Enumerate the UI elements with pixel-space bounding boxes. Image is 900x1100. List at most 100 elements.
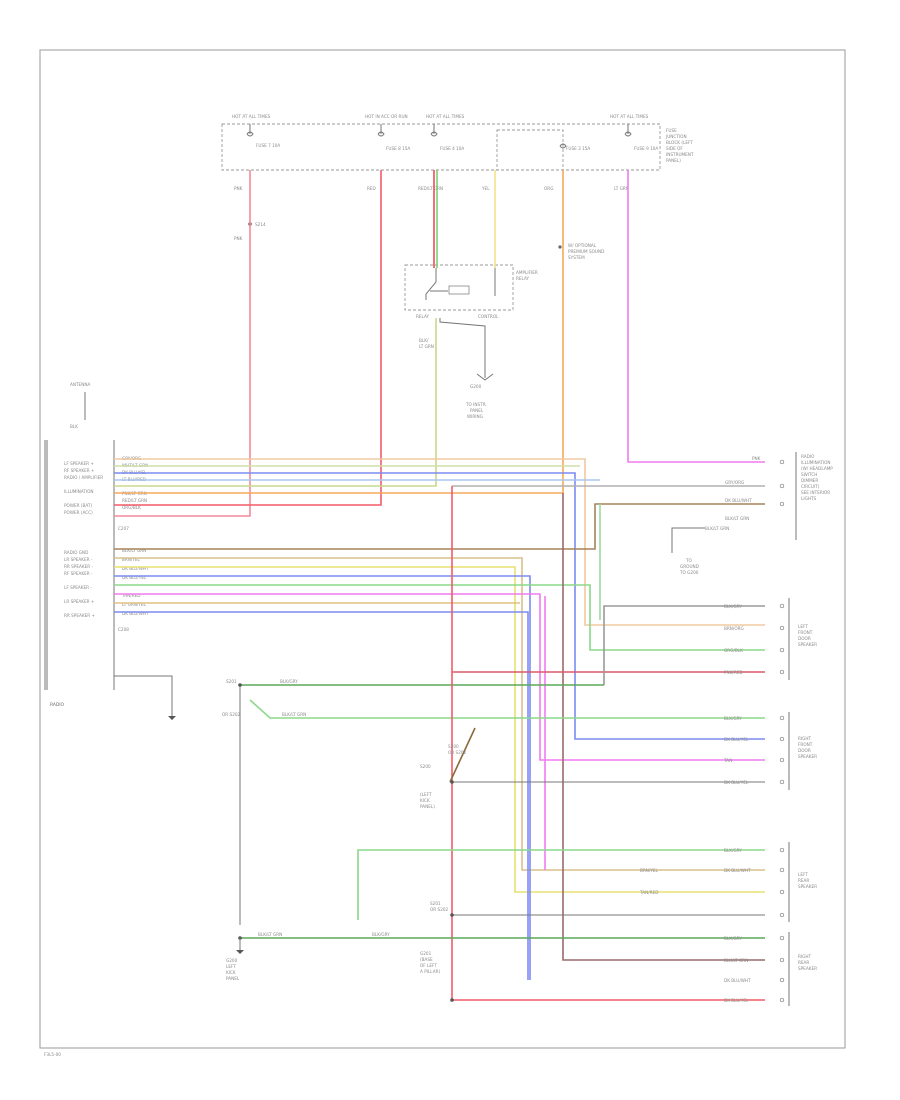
- radio-term-rf-minus: RF SPEAKER -: [64, 571, 93, 576]
- svg-text:LEFT: LEFT: [798, 872, 808, 877]
- antenna-label: ANTENNA: [70, 382, 90, 387]
- radio-term-rr-minus: RR SPEAKER -: [64, 564, 93, 569]
- svg-text:BRN/ORG: BRN/ORG: [724, 626, 744, 631]
- wire-pnk-fuse9: [627, 170, 765, 463]
- svg-text:BLK/GRY: BLK/GRY: [724, 604, 742, 609]
- svg-text:SPEAKER: SPEAKER: [798, 754, 817, 759]
- relay-label-1: RELAY: [516, 276, 530, 281]
- illum-label-2: (W/ HEADLAMP: [801, 466, 833, 471]
- left-splice-0: S201: [226, 679, 237, 684]
- svg-text:BLK/GRY: BLK/GRY: [724, 936, 742, 941]
- bot-ground-0: G201: [420, 951, 432, 956]
- relay-pin-1: CONTROL: [478, 314, 499, 319]
- sensor-label: BLK/LT GRN: [705, 526, 729, 531]
- wire-brn-yel: [114, 557, 765, 871]
- radio-terminals-bottom: RADIO GND LR SPEAKER - RR SPEAKER - RF S…: [64, 548, 149, 618]
- svg-text:REAR: REAR: [798, 960, 809, 965]
- svg-text:RIGHT: RIGHT: [798, 954, 812, 959]
- gnd-code-3: BLK/GRY: [372, 932, 390, 937]
- hot-label-2: HOT IN ACC OR RUN: [365, 114, 408, 119]
- radio-wire-label-b6: DK BLU/WHT: [122, 611, 149, 616]
- radio-wire-label-t5: RED/LT GRN: [122, 498, 147, 503]
- radio-conn-c208: C208: [118, 627, 129, 632]
- radio-term-lr-plus: LR SPEAKER +: [64, 599, 95, 604]
- relay-pin-0: RELAY: [416, 314, 430, 319]
- radio-term-gnd: RADIO GND: [64, 550, 88, 555]
- left-ground-2: KICK: [226, 970, 236, 975]
- hot-label-4: HOT AT ALL TIMES: [610, 114, 649, 119]
- relay-gnd-name-1: TO INSTR.: [465, 402, 487, 407]
- wire-code-pnk: PNK: [234, 186, 243, 191]
- ground-network: BLK/GRY BLK/LT GRN BLK/LT GRN BLK/GRY S2…: [222, 679, 467, 1002]
- right-wire-label-2: BLK/LT GRN: [725, 516, 749, 521]
- wire-blk-ltgrn: [114, 503, 765, 550]
- wire-code-red: RED: [367, 186, 376, 191]
- fuse-box-label-4: INSTRUMENT: [666, 152, 694, 157]
- splice-s214-label: S214: [255, 222, 266, 227]
- speaker-left-rear: BLK/GRY BRN/YEL DK BLU/WHT TAN/RED LEFT …: [639, 842, 817, 922]
- svg-text:FUSE 7 10A: FUSE 7 10A: [256, 143, 280, 148]
- svg-text:DK BLU/WHT: DK BLU/WHT: [724, 868, 751, 873]
- wire-dkblu-wht2: [114, 611, 529, 980]
- wire-rear-grn: [357, 849, 765, 920]
- wire-blk-gry-lf: [603, 605, 765, 685]
- illum-label-6: SEE INTERIOR: [801, 490, 830, 495]
- fuse-box-label-1: JUNCTION: [665, 134, 687, 139]
- svg-text:PNK/RED: PNK/RED: [724, 670, 743, 675]
- bot-ground-1: (BASE: [420, 957, 433, 962]
- svg-text:BLK/GRY: BLK/GRY: [724, 716, 742, 721]
- radio-case-label: RADIO: [50, 702, 65, 708]
- relay-gnd-name-0: G200: [470, 384, 482, 389]
- relay-gnd-code-0: BLK/: [419, 338, 429, 343]
- relay-gnd-name-3: WIRING: [467, 414, 483, 419]
- wire-pnk-fuse7: [114, 170, 251, 517]
- illum-label-3: SWITCH: [801, 472, 817, 477]
- radio-wire-label-b1: BRN/YEL: [122, 557, 141, 562]
- svg-text:BLK/GRY: BLK/GRY: [724, 848, 742, 853]
- radio-term-lf-minus: LF SPEAKER -: [64, 585, 92, 590]
- fuse-box-label-5: PANEL): [666, 158, 681, 163]
- svg-text:FUSE 3 15A: FUSE 3 15A: [566, 146, 590, 151]
- illum-label-0: RADIO: [801, 454, 815, 459]
- fuse-7: FUSE 7 10A: [246, 124, 280, 148]
- radio-wire-label-b2: DK BLU/WHT: [122, 566, 149, 571]
- wire-relay-out: [114, 318, 437, 487]
- sensor-note-0: TO: [685, 558, 693, 563]
- hot-label-1: HOT AT ALL TIMES: [232, 114, 271, 119]
- radio-term-rf-plus: RF SPEAKER +: [64, 468, 95, 473]
- speaker-left-front: BLK/GRY BRN/ORG ORG/BLK PNK/RED LEFT FRO…: [724, 598, 817, 680]
- relay-gnd-code-1: LT GRN: [419, 344, 434, 349]
- radio-term-amp: RADIO / AMPLIFIER: [64, 475, 103, 480]
- svg-text:DK BLU/YEL: DK BLU/YEL: [724, 780, 749, 785]
- left-ground-1: LEFT: [226, 964, 236, 969]
- wire-splice-s200: [451, 486, 765, 1001]
- relay-note-0: W/ OPTIONAL: [568, 243, 597, 248]
- illum-code: PNK: [752, 456, 761, 461]
- wire-red-fuse8: [114, 170, 382, 506]
- svg-text:FRONT: FRONT: [798, 742, 813, 747]
- svg-text:BRN/YEL: BRN/YEL: [640, 868, 659, 873]
- radio-term-lf-plus: LF SPEAKER +: [64, 461, 94, 466]
- wire-code-org: ORG: [544, 186, 553, 191]
- speaker-right-front: BLK/GRY DK BLU/YEL TAN DK BLU/YEL RIGHT …: [723, 712, 817, 790]
- fuse-9: FUSE 9 10A: [624, 124, 658, 151]
- radio-conn-c207: C207: [118, 526, 129, 531]
- svg-text:SPEAKER: SPEAKER: [798, 884, 817, 889]
- bot-ground-2: OF LEFT: [420, 963, 437, 968]
- wire-tan-red: [114, 584, 765, 651]
- wire-harness: [114, 170, 765, 1001]
- antenna: ANTENNA BLK: [70, 382, 90, 429]
- svg-text:TAN/RED: TAN/RED: [639, 890, 658, 895]
- fuse-4: FUSE 4 10A: [430, 124, 464, 151]
- radio-wire-label-b3: DK BLU/YEL: [122, 575, 147, 580]
- svg-text:RIGHT: RIGHT: [798, 736, 812, 741]
- radio-term-acc: POWER (ACC): [64, 510, 93, 515]
- left-ground-0: G200: [226, 958, 238, 963]
- radio-wire-label-b5: LT GRN/YEL: [122, 602, 147, 607]
- mid-ground-2: KICK: [420, 798, 430, 803]
- relay-label-0: AMPLIFIER: [516, 270, 538, 275]
- svg-text:LEFT: LEFT: [798, 624, 808, 629]
- fuse-8: FUSE 8 15A: [377, 124, 410, 151]
- right-wire-label-0: GRY/ORG: [725, 480, 744, 485]
